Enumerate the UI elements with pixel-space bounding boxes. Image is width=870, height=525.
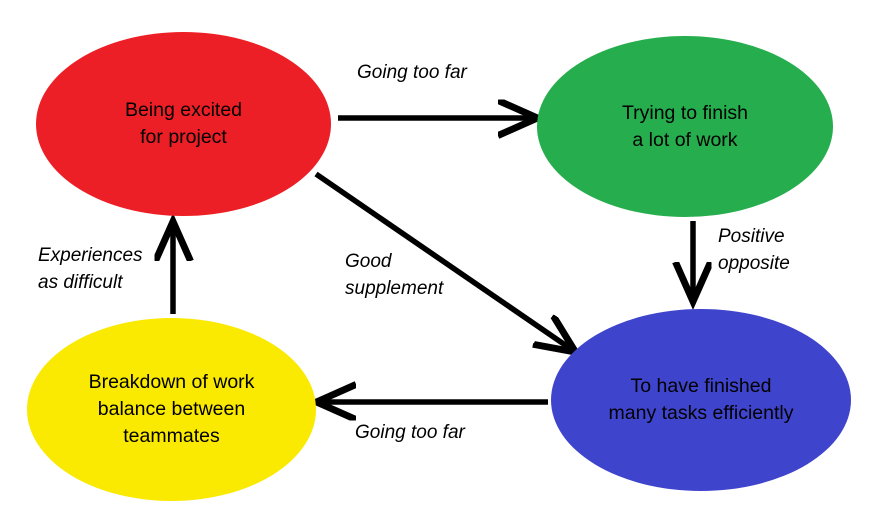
edge-arrow-line (314, 171, 571, 349)
edge-label-going-too-far-bottom: Going too far (355, 422, 465, 443)
edge-label-good-supplement: Good supplement (345, 251, 444, 299)
node-label: Being excited for project (124, 99, 243, 148)
node-breakdown-of-work[interactable]: Breakdown of work balance between teamma… (27, 318, 316, 501)
node-label: Trying to finish a lot of work (621, 101, 749, 151)
node-label: Breakdown of work balance between teamma… (88, 371, 255, 447)
edge-label-experiences-as-difficult: Experiences as difficult (38, 245, 143, 293)
node-label: To have finished many tasks efficiently (608, 375, 794, 424)
edge-label-positive-opposite: Positive opposite (718, 226, 790, 274)
node-being-excited[interactable]: Being excited for project (36, 32, 331, 216)
edge-label-going-too-far-top: Going too far (357, 62, 467, 83)
node-trying-to-finish[interactable]: Trying to finish a lot of work (537, 36, 833, 217)
edge-excited-to-finished (314, 171, 571, 349)
node-to-have-finished[interactable]: To have finished many tasks efficiently (551, 309, 851, 491)
